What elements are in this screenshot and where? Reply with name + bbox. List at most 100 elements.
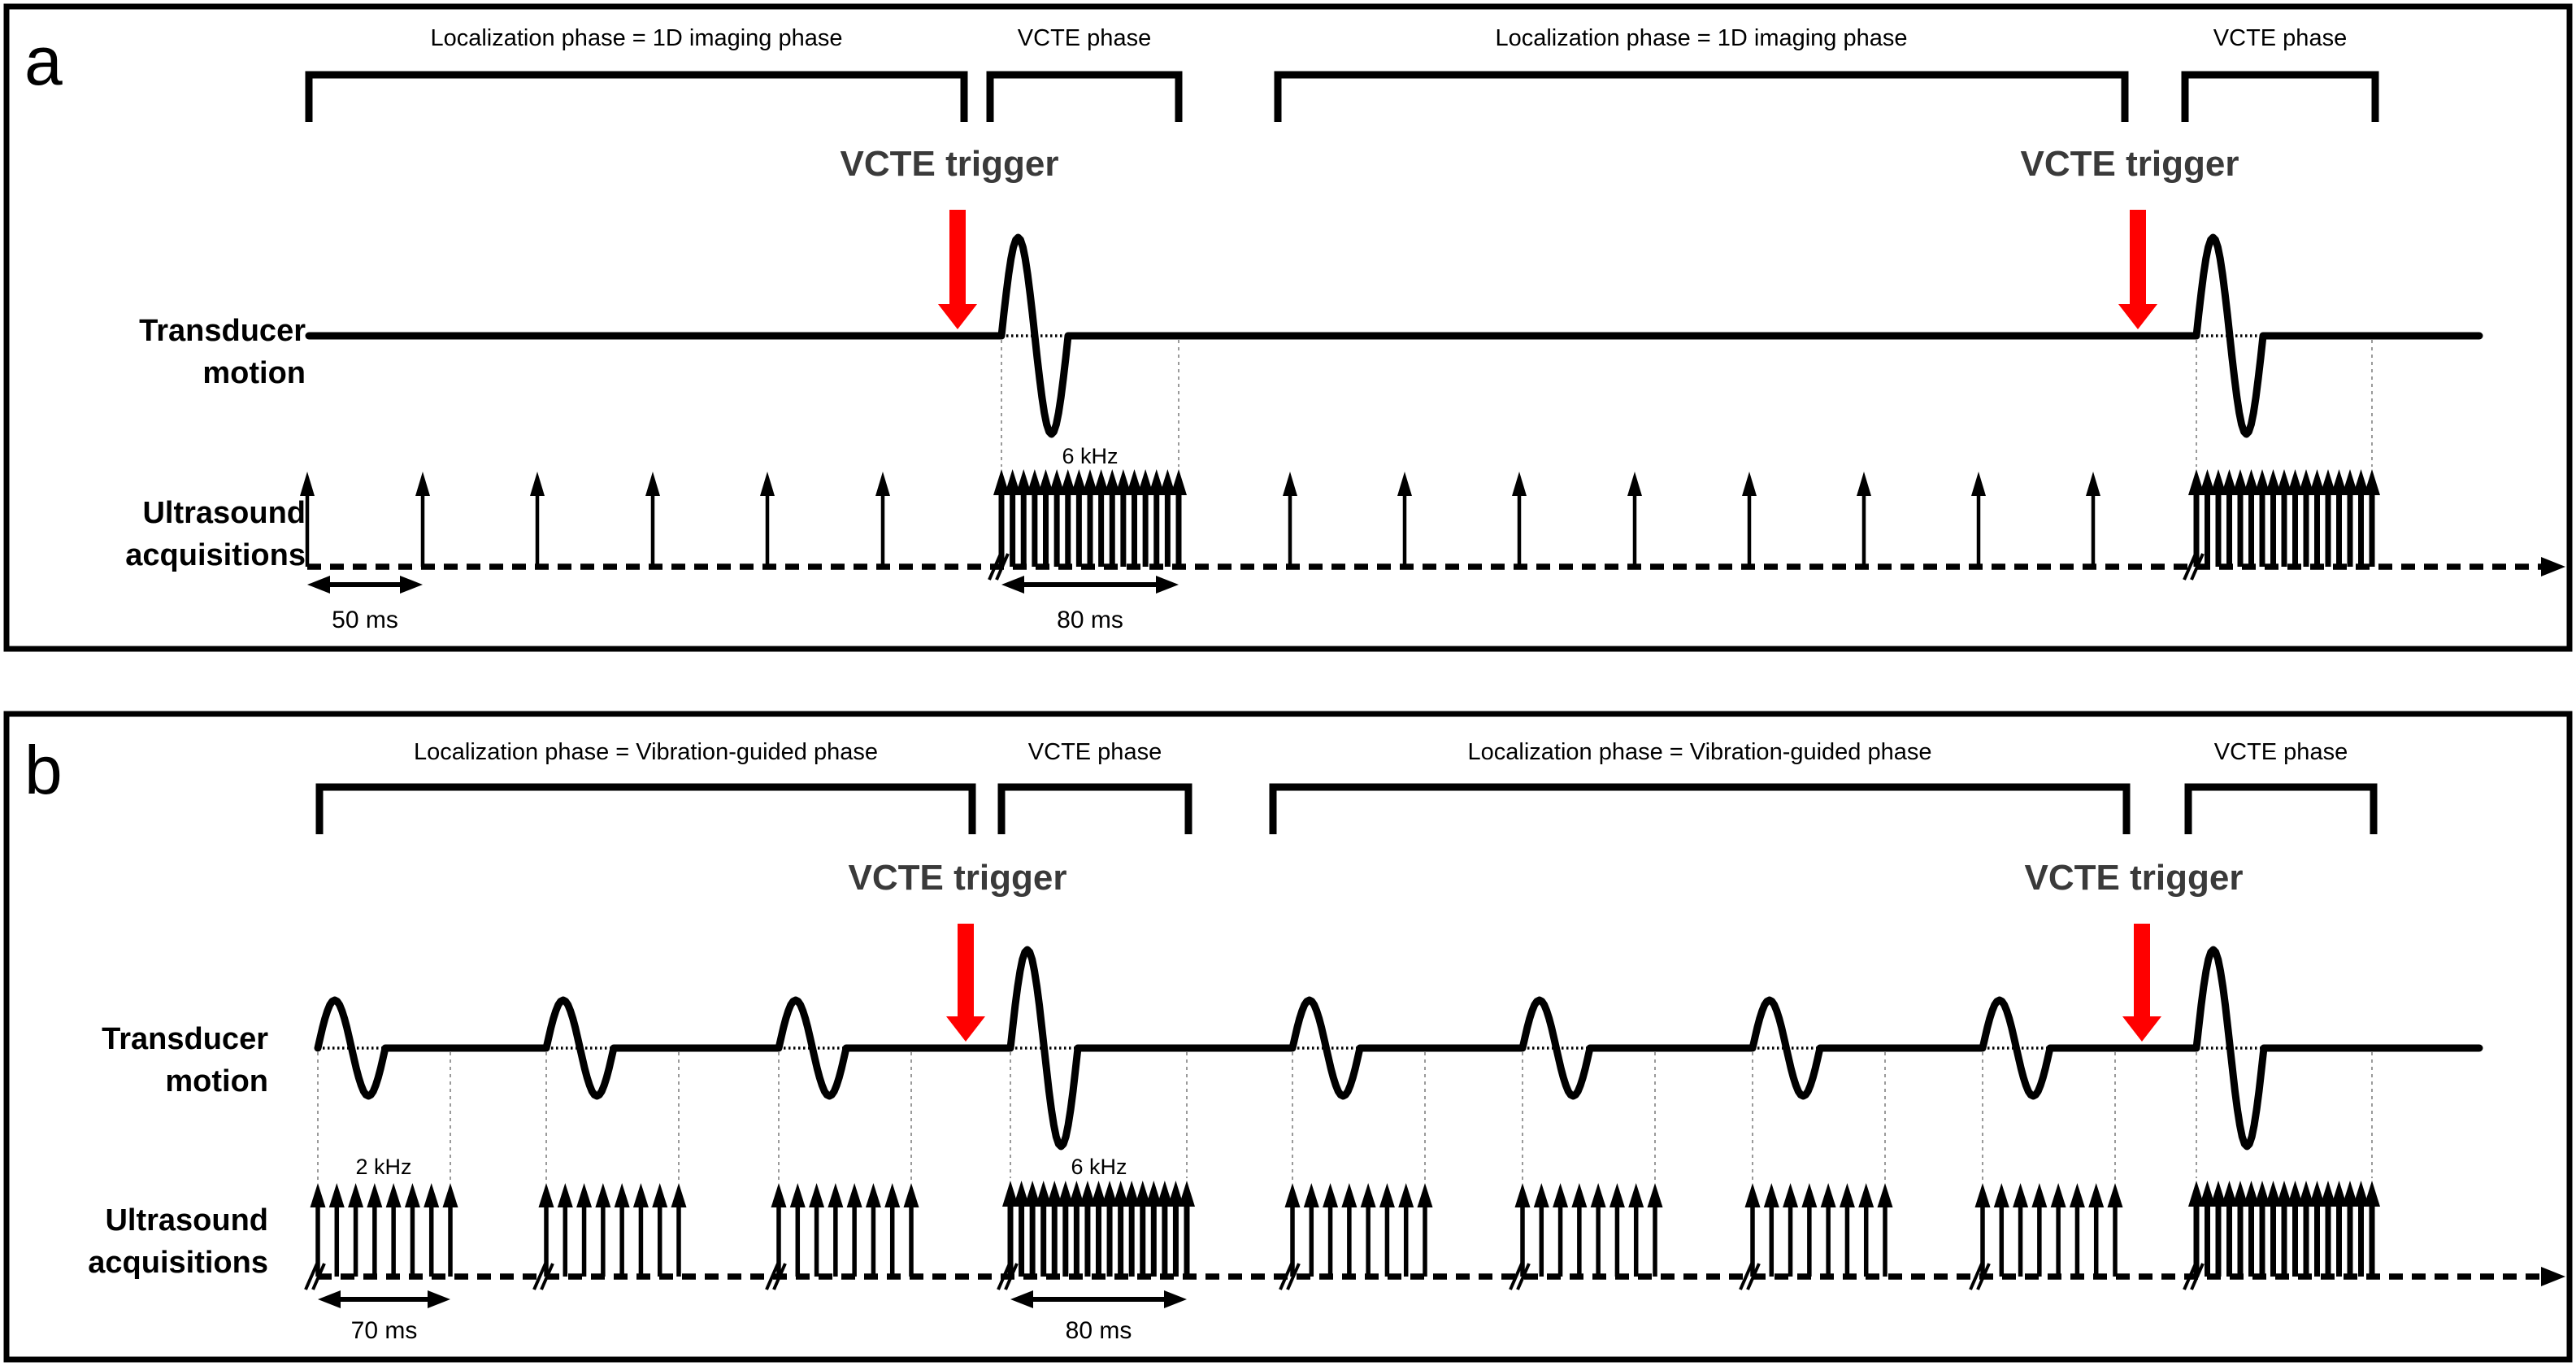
ultrasound-pulse-head (2232, 1181, 2248, 1207)
ultrasound-pulse-head (1341, 1183, 1358, 1207)
ultrasound-pulse-head (2265, 1181, 2282, 1207)
row-label: Transducer (139, 314, 306, 348)
phase-bracket (1274, 71, 2129, 122)
ultrasound-pulse-head (2352, 1181, 2370, 1207)
ultrasound-pulse-head (424, 1183, 440, 1207)
vcte-trigger-label: VCTE trigger (2021, 144, 2239, 184)
ultrasound-pulse-head (846, 1183, 862, 1207)
phase-bracket (2181, 71, 2379, 122)
ultrasound-pulse-head (2210, 1181, 2226, 1207)
ultrasound-pulse-head (2221, 1181, 2238, 1207)
ultrasound-pulse-head (1082, 469, 1098, 495)
ultrasound-pulse-head (2199, 469, 2216, 495)
row-label: acquisitions (125, 538, 306, 572)
ultrasound-pulse-head (2232, 469, 2248, 495)
axis-break-mark (1509, 1263, 1523, 1290)
vcte-trigger-arrow-shaft (949, 210, 966, 305)
axis-break-mark (2190, 1263, 2205, 1290)
axis-break-mark (1746, 1263, 1761, 1290)
ultrasound-pulse-head (1046, 1181, 1063, 1207)
duration-label: 50 ms (332, 607, 398, 633)
ultrasound-pulse-head (1137, 469, 1154, 495)
phase-label: VCTE phase (2213, 25, 2347, 51)
vcte-trigger-label: VCTE trigger (849, 858, 1067, 898)
duration-arrow-head (1010, 1290, 1033, 1308)
phase-bracket (2184, 783, 2378, 834)
phase-label: Localization phase = Vibration-guided ph… (414, 739, 878, 765)
ultrasound-pulse-head (1590, 1183, 1606, 1207)
vcte-trigger-arrow-shaft (958, 924, 974, 1017)
ultrasound-pulse-head (2254, 469, 2270, 495)
ultrasound-pulse-head (1783, 1183, 1799, 1207)
ultrasound-pulse-head (1024, 1181, 1041, 1207)
panel-border (3, 3, 2573, 652)
duration-arrow-head (428, 1290, 450, 1308)
duration-label: 80 ms (1066, 1317, 1132, 1344)
ultrasound-pulse-head (1512, 472, 1527, 496)
ultrasound-pulse-head (1148, 469, 1165, 495)
ultrasound-pulse-head (1104, 469, 1121, 495)
ultrasound-pulse-head (1079, 1181, 1096, 1207)
ultrasound-pulse-head (671, 1183, 687, 1207)
ultrasound-pulse-head (1059, 469, 1076, 495)
ultrasound-pulse-head (1004, 469, 1021, 495)
ultrasound-pulse-head (1744, 1183, 1761, 1207)
ultrasound-pulse-head (1647, 1183, 1663, 1207)
ultrasound-pulse-head (2342, 1181, 2358, 1207)
ultrasound-pulse-head (404, 1183, 420, 1207)
phase-label: VCTE phase (2214, 739, 2348, 765)
phase-label: Localization phase = 1D imaging phase (1495, 25, 1907, 51)
ultrasound-pulse-head (1742, 472, 1757, 496)
axis-break-mark (765, 1263, 780, 1290)
ultrasound-pulse-head (645, 472, 660, 496)
duration-arrow-head (1001, 576, 1024, 594)
ultrasound-pulse-head (2243, 469, 2260, 495)
ultrasound-pulse-head (2188, 469, 2205, 495)
axis-break-mark (988, 553, 1002, 581)
time-axis-arrowhead (2541, 557, 2565, 576)
axis-break-mark (2183, 553, 2197, 581)
ultrasound-pulse-head (1159, 469, 1176, 495)
ultrasound-pulse-head (1323, 1183, 1339, 1207)
ultrasound-pulse-head (828, 1183, 844, 1207)
ultrasound-pulse-head (2287, 469, 2304, 495)
ultrasound-pulse-head (530, 472, 545, 496)
ultrasound-pulse-head (1037, 469, 1054, 495)
frequency-label: 6 kHz (1062, 444, 1118, 468)
ultrasound-pulse-head (652, 1183, 668, 1207)
ultrasound-pulse-head (1068, 1181, 1085, 1207)
ultrasound-pulse-head (1801, 1183, 1818, 1207)
ultrasound-pulse-head (595, 1183, 611, 1207)
phase-label: Localization phase = 1D imaging phase (430, 25, 842, 51)
duration-arrow-head (1156, 576, 1179, 594)
axis-break-mark (1279, 1263, 1293, 1290)
axis-break-mark (995, 553, 1010, 581)
ultrasound-pulse-head (2320, 1181, 2336, 1207)
ultrasound-pulse-head (2364, 469, 2380, 495)
ultrasound-pulse-head (1820, 1183, 1836, 1207)
ultrasound-pulse-head (1167, 1181, 1184, 1207)
axis-break-mark (1739, 1263, 1753, 1290)
ultrasound-pulse-head (884, 1183, 901, 1207)
ultrasound-pulse-head (442, 1183, 458, 1207)
ultrasound-pulse-head (1156, 1181, 1173, 1207)
ultrasound-pulse-head (557, 1183, 573, 1207)
ultrasound-pulse-head (1179, 1181, 1195, 1207)
ultrasound-pulse-head (875, 472, 890, 496)
axis-break-mark (1969, 1263, 1983, 1290)
ultrasound-pulse-head (1514, 1183, 1531, 1207)
ultrasound-pulse-head (2265, 469, 2282, 495)
axis-break-mark (997, 1263, 1011, 1290)
axis-break-mark (1286, 1263, 1301, 1290)
transducer-motion-trace (305, 233, 2483, 438)
ultrasound-pulse-head (2342, 469, 2358, 495)
axis-break-mark (304, 1263, 319, 1290)
axis-break-mark (2190, 553, 2205, 581)
ultrasound-pulse-head (2031, 1183, 2048, 1207)
ultrasound-pulse-head (1627, 472, 1642, 496)
ultrasound-pulse-head (1145, 1181, 1162, 1207)
axis-break-mark (1516, 1263, 1531, 1290)
